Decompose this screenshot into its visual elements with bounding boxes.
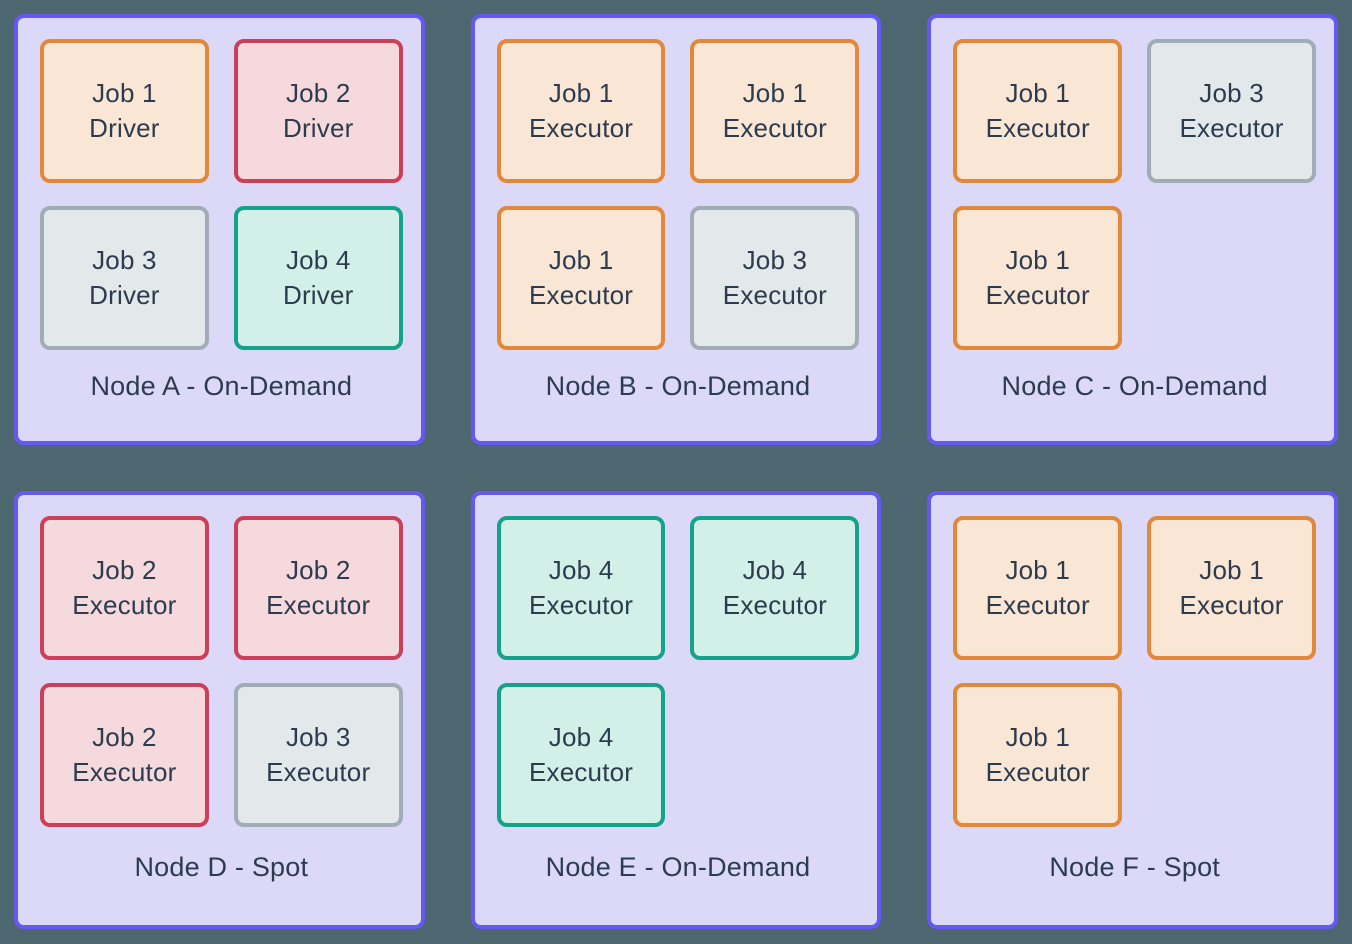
job-1-executor-box: Job 1 Executor (953, 39, 1123, 183)
job-title: Job 3 (285, 722, 351, 752)
job-title: Job 4 (742, 555, 808, 585)
job-1-driver-box: Job 1 Driver (40, 39, 209, 183)
node-label: Node A - On-Demand (90, 371, 353, 401)
job-title: Job 3 (1199, 78, 1264, 108)
job-role: Executor (1179, 590, 1284, 620)
job-3-executor-box: Job 3 Executor (1147, 39, 1316, 183)
job-title: Job 4 (548, 555, 614, 585)
job-title: Job 4 (548, 722, 614, 752)
job-title: Job 1 (1005, 245, 1071, 275)
job-title: Job 4 (285, 245, 351, 275)
job-role: Executor (985, 113, 1090, 143)
job-role: Driver (89, 113, 160, 143)
job-1-executor-box: Job 1 Executor (1147, 516, 1316, 660)
job-1-executor-box: Job 1 Executor (690, 39, 860, 183)
job-1-executor-box: Job 1 Executor (496, 39, 666, 183)
job-title: Job 2 (92, 722, 157, 752)
job-title: Job 1 (1005, 722, 1071, 752)
job-1-executor-box: Job 1 Executor (496, 206, 666, 350)
node-label: Node C - On-Demand (1001, 371, 1268, 401)
job-title: Job 2 (285, 555, 351, 585)
job-title: Job 2 (92, 555, 157, 585)
job-title: Job 1 (548, 78, 614, 108)
job-1-executor-box: Job 1 Executor (953, 206, 1123, 350)
job-2-driver-box: Job 2 Driver (233, 39, 403, 183)
job-4-driver-box: Job 4 Driver (233, 206, 403, 350)
job-1-executor-box: Job 1 Executor (953, 516, 1123, 660)
node-label: Node B - On-Demand (545, 371, 811, 401)
job-role: Driver (89, 280, 160, 310)
job-2-executor-box: Job 2 Executor (233, 516, 403, 660)
node-label: Node F - Spot (1049, 851, 1220, 882)
job-title: Job 1 (1199, 555, 1264, 585)
job-role: Executor (266, 757, 371, 787)
job-title: Job 1 (742, 78, 808, 108)
job-role: Executor (266, 590, 371, 620)
job-4-executor-box: Job 4 Executor (496, 683, 666, 827)
job-role: Driver (282, 113, 354, 143)
job-role: Executor (722, 280, 828, 310)
job-role: Executor (72, 590, 177, 620)
job-title: Job 1 (1005, 78, 1071, 108)
job-role: Driver (282, 280, 354, 310)
job-role: Executor (722, 590, 828, 620)
node-label: Node D - Spot (134, 851, 309, 882)
job-3-executor-box: Job 3 Executor (233, 683, 403, 827)
job-1-executor-box: Job 1 Executor (953, 683, 1123, 827)
job-role: Executor (1179, 113, 1284, 143)
job-2-executor-box: Job 2 Executor (40, 516, 209, 660)
job-title: Job 1 (548, 245, 614, 275)
job-2-executor-box: Job 2 Executor (40, 683, 209, 827)
job-role: Executor (985, 590, 1090, 620)
job-title: Job 2 (285, 78, 351, 108)
job-title: Job 1 (1005, 555, 1071, 585)
job-role: Executor (985, 757, 1090, 787)
job-role: Executor (528, 113, 634, 143)
job-role: Executor (528, 590, 634, 620)
job-role: Executor (528, 757, 634, 787)
job-4-executor-box: Job 4 Executor (496, 516, 666, 660)
job-title: Job 3 (92, 245, 157, 275)
job-4-executor-box: Job 4 Executor (690, 516, 860, 660)
job-3-driver-box: Job 3 Driver (40, 206, 209, 350)
node-label: Node E - On-Demand (545, 851, 811, 882)
job-title: Job 3 (742, 245, 808, 275)
job-role: Executor (722, 113, 828, 143)
job-role: Executor (985, 280, 1090, 310)
job-role: Executor (528, 280, 634, 310)
job-3-executor-box: Job 3 Executor (690, 206, 860, 350)
job-title: Job 1 (92, 78, 157, 108)
job-role: Executor (72, 757, 177, 787)
